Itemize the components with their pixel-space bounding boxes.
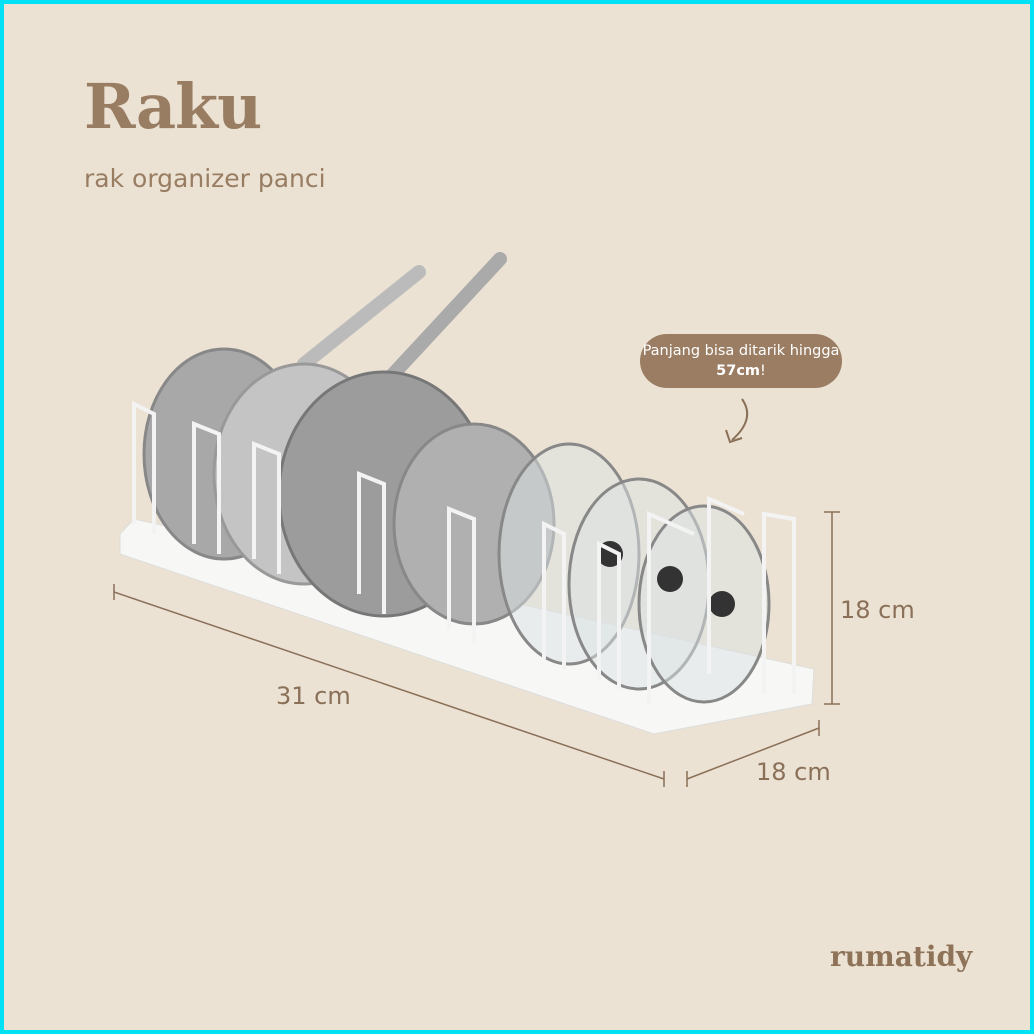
dimension-lines [113, 398, 840, 787]
callout-suffix: ! [760, 363, 766, 379]
pans [142, 252, 771, 704]
brand-logo: rumatidy [830, 940, 973, 973]
product-illustration [113, 252, 840, 787]
width-dimension-label: 18 cm [756, 758, 831, 786]
length-dimension-label: 31 cm [276, 682, 351, 710]
product-subtitle: rak organizer panci [84, 164, 326, 193]
height-dimension-label: 18 cm [840, 596, 915, 624]
product-image-frame: Raku rak organizer panci [4, 4, 1030, 1030]
product-title: Raku [84, 70, 262, 143]
extendable-length-callout: Panjang bisa ditarik hingga 57cm! [640, 334, 842, 388]
rack-wires [132, 400, 796, 704]
callout-text: Panjang bisa ditarik hingga [642, 343, 840, 359]
callout-length-value: 57cm [716, 363, 761, 379]
